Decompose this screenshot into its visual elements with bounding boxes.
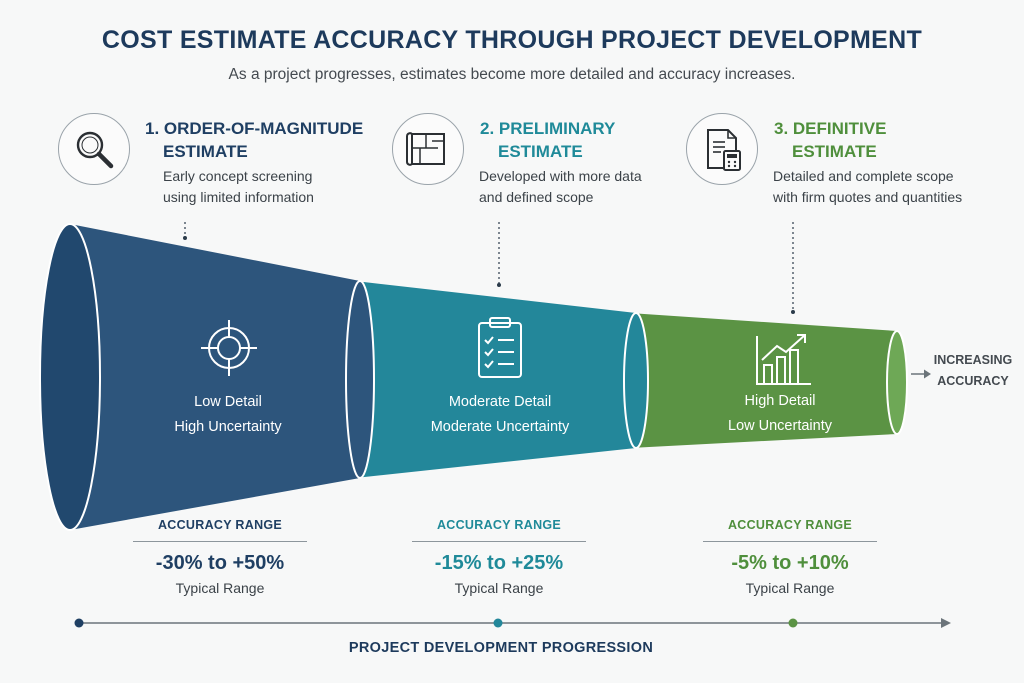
increasing-line2: ACCURACY xyxy=(937,374,1009,388)
detail-level-1: Low Detail xyxy=(194,394,262,410)
funnel-segment-low-detail xyxy=(70,224,360,530)
funnel-text-2: Moderate Detail Moderate Uncertainty xyxy=(400,390,600,440)
stage-3-desc-line1: Detailed and complete scope xyxy=(773,168,954,184)
funnel-divider-2 xyxy=(623,312,649,449)
document-calculator-icon xyxy=(686,113,758,185)
accuracy-divider-3 xyxy=(703,541,877,542)
stage-1-desc-line1: Early concept screening xyxy=(163,168,313,184)
accuracy-value-3: -5% to +10% xyxy=(731,552,849,574)
magnifier-icon xyxy=(58,113,130,185)
connector-2-dot xyxy=(497,283,501,287)
stage-2-description: Developed with more data and defined sco… xyxy=(479,166,699,208)
accuracy-value-1: -30% to +50% xyxy=(155,552,285,574)
stage-2-desc-line2: and defined scope xyxy=(479,189,594,205)
connector-3-dot xyxy=(791,310,795,314)
increasing-accuracy-arrow xyxy=(911,369,931,379)
progression-marker-1 xyxy=(74,618,84,628)
stage-2-title-line2: ESTIMATE xyxy=(498,142,583,161)
progression-arrowhead xyxy=(941,618,951,628)
accuracy-label-1: ACCURACY RANGE xyxy=(157,518,283,532)
funnel-text-3: High Detail Low Uncertainty xyxy=(680,389,880,439)
uncertainty-level-2: Moderate Uncertainty xyxy=(430,419,570,435)
increasing-line1: INCREASING xyxy=(933,353,1013,367)
stage-3-description: Detailed and complete scope with firm qu… xyxy=(773,166,1018,208)
accuracy-value-2: -15% to +25% xyxy=(434,552,564,574)
accuracy-label-2: ACCURACY RANGE xyxy=(436,518,562,532)
stage-1-title-line2: ESTIMATE xyxy=(163,142,248,161)
accuracy-sub-1: Typical Range xyxy=(175,580,265,596)
stage-3-title-line2: ESTIMATE xyxy=(792,142,877,161)
page-subtitle: As a project progresses, estimates becom… xyxy=(228,66,796,83)
progression-label: PROJECT DEVELOPMENT PROGRESSION xyxy=(348,640,654,656)
crosshair-icon xyxy=(201,320,257,376)
stage-1-description: Early concept screening using limited in… xyxy=(163,166,383,208)
page-title: COST ESTIMATE ACCURACY THROUGH PROJECT D… xyxy=(101,26,923,54)
funnel-text-1: Low Detail High Uncertainty xyxy=(128,390,328,440)
detail-level-3: High Detail xyxy=(744,393,816,409)
stage-3-desc-line2: with firm quotes and quantities xyxy=(773,189,963,205)
stage-2-title-line1: 2. PRELIMINARY xyxy=(480,119,616,138)
accuracy-divider-2 xyxy=(412,541,586,542)
accuracy-label-3: ACCURACY RANGE xyxy=(727,518,853,532)
stage-2-title: 2. PRELIMINARY ESTIMATE xyxy=(480,117,700,163)
clipboard-checklist-icon xyxy=(478,317,522,378)
funnel-mouth-rim xyxy=(39,223,101,531)
stage-1-title-line1: 1. ORDER-OF-MAGNITUDE xyxy=(145,119,364,138)
stage-1-desc-line2: using limited information xyxy=(163,189,314,205)
progression-marker-3 xyxy=(788,618,798,628)
stage-1-title: 1. ORDER-OF-MAGNITUDE ESTIMATE xyxy=(145,117,385,163)
uncertainty-level-1: High Uncertainty xyxy=(174,419,282,435)
blueprint-icon xyxy=(392,113,464,185)
detail-level-2: Moderate Detail xyxy=(448,394,552,410)
accuracy-sub-2: Typical Range xyxy=(454,580,544,596)
accuracy-sub-3: Typical Range xyxy=(745,580,835,596)
bar-chart-growth-icon xyxy=(756,334,811,385)
funnel-segment-moderate-detail xyxy=(355,281,636,478)
increasing-accuracy-label: INCREASING ACCURACY xyxy=(930,350,1016,392)
uncertainty-level-3: Low Uncertainty xyxy=(728,418,832,434)
connector-1-dot xyxy=(183,236,187,240)
funnel-divider-1 xyxy=(345,280,375,479)
funnel-mouth xyxy=(40,224,100,530)
progression-marker-2 xyxy=(493,618,503,628)
accuracy-divider-1 xyxy=(133,541,307,542)
funnel-end-cap xyxy=(886,330,908,435)
stage-3-title-line1: 3. DEFINITIVE xyxy=(774,119,887,138)
stage-3-title: 3. DEFINITIVE ESTIMATE xyxy=(774,117,994,163)
stage-2-desc-line1: Developed with more data xyxy=(479,168,642,184)
